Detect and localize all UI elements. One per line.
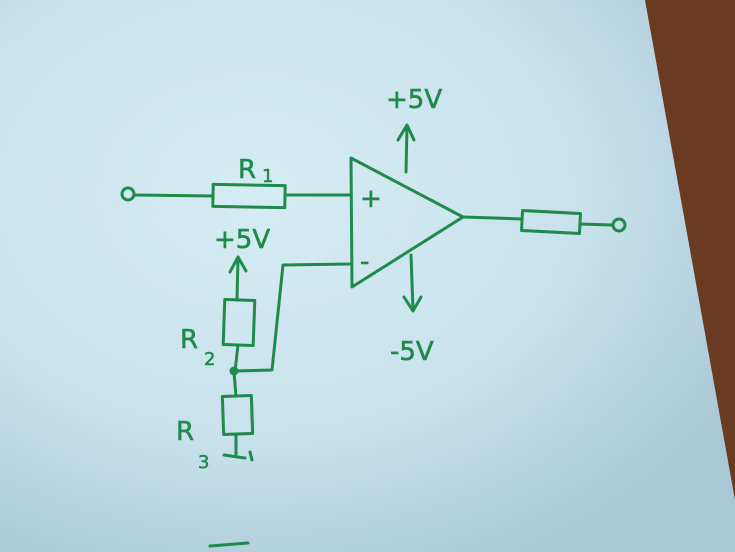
minus-input-label: - — [360, 247, 369, 277]
output-lead — [578, 222, 614, 227]
opamp-symbol — [349, 156, 465, 289]
supply-top-label: +5V — [386, 85, 442, 115]
feedback-wire — [233, 262, 352, 373]
r3-label: R — [176, 417, 194, 447]
supply-top-arrow — [396, 123, 416, 142]
plus-input-label: + — [360, 184, 382, 214]
supply-top-line — [404, 124, 409, 174]
output-wire — [461, 215, 524, 221]
resistor-r3 — [220, 393, 255, 436]
r2-subscript: 2 — [204, 349, 215, 370]
stray-pen-mark — [208, 541, 250, 548]
r3-lead-top — [232, 370, 238, 398]
ground-mark — [222, 453, 247, 460]
divider-supply-label: +5V — [214, 225, 270, 255]
ink-strokes — [120, 123, 627, 462]
input-wire — [132, 193, 215, 198]
supply-bottom-arrow — [402, 295, 423, 313]
supply-bottom-line — [409, 253, 415, 312]
r1-label: R — [238, 155, 256, 185]
ground-tick — [248, 450, 254, 462]
output-terminal — [611, 217, 627, 233]
r1-subscript: 1 — [262, 166, 273, 187]
r3-subscript: 3 — [198, 452, 209, 473]
supply-bottom-label: -5V — [390, 337, 434, 367]
divider-supply-arrow — [228, 255, 248, 274]
r2-label: R — [180, 325, 198, 355]
divider-supply-line — [235, 256, 240, 302]
resistor-r1 — [211, 182, 287, 210]
r2-lead — [233, 343, 240, 373]
